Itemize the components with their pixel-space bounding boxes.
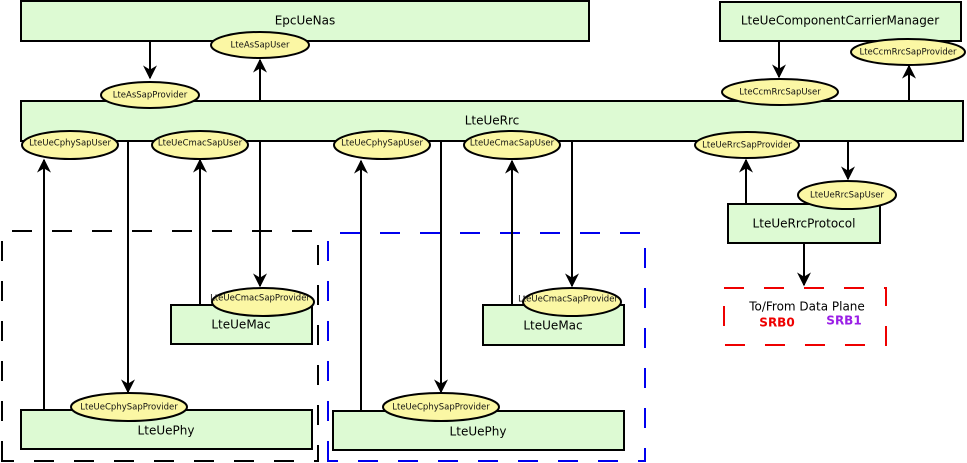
as-sap-user[interactable]: LteAsSapUser xyxy=(210,31,310,59)
ccm-rrc-sap-provider[interactable]: LteCcmRrcSapProvider xyxy=(850,38,966,66)
cmac-sap-provider1-label: LteUeCmacSapProvider xyxy=(518,295,618,305)
cmac-sap-provider1[interactable]: LteUeCmacSapProvider xyxy=(518,287,622,317)
epc-ue-nas-label: EpcUeNas xyxy=(275,14,336,28)
lte-ue-rrc-label: LteUeRrc xyxy=(465,114,520,128)
srb1-label: SRB1 xyxy=(826,314,861,328)
ccm-rrc-sap-user[interactable]: LteCcmRrcSapUser xyxy=(721,78,839,106)
cphy-sap-provider0-label: LteUeCphySapProvider xyxy=(80,403,178,413)
as-sap-user-label: LteAsSapUser xyxy=(231,41,290,51)
rrc-sap-user-label: LteUeRrcSapUser xyxy=(810,191,885,201)
as-sap-provider-label: LteAsSapProvider xyxy=(113,91,188,101)
rrc-sap-provider[interactable]: LteUeRrcSapProvider xyxy=(694,131,800,159)
as-sap-provider[interactable]: LteAsSapProvider xyxy=(100,81,200,109)
cmac-sap-user0-label: LteUeCmacSapUser xyxy=(158,139,243,149)
cmac-sap-user1[interactable]: LteUeCmacSapUser xyxy=(463,130,561,160)
mac0-label: LteUeMac xyxy=(211,318,270,332)
cmac-sap-provider0[interactable]: LteUeCmacSapProvider xyxy=(210,287,315,317)
srb0-label: SRB0 xyxy=(759,316,794,330)
phy1-label: LteUePhy xyxy=(450,425,507,439)
cphy-sap-user0-label: LteUeCphySapUser xyxy=(29,139,111,149)
rrc-sap-user[interactable]: LteUeRrcSapUser xyxy=(797,180,897,210)
rrc-protocol-label: LteUeRrcProtocol xyxy=(753,217,856,231)
carrier-group-0 xyxy=(1,230,319,462)
cmac-sap-user1-label: LteUeCmacSapUser xyxy=(470,139,555,149)
cphy-sap-user1[interactable]: LteUeCphySapUser xyxy=(333,130,431,160)
rrc-protocol-box[interactable]: LteUeRrcProtocol xyxy=(727,203,881,244)
rrc-sap-provider-label: LteUeRrcSapProvider xyxy=(702,141,792,151)
cphy-sap-provider0[interactable]: LteUeCphySapProvider xyxy=(70,392,188,422)
cphy-sap-provider1[interactable]: LteUeCphySapProvider xyxy=(382,392,500,422)
cmac-sap-provider0-label: LteUeCmacSapProvider xyxy=(210,294,310,304)
ccm-label: LteUeComponentCarrierManager xyxy=(741,14,939,28)
data-plane-box: To/From Data Plane SRB0 SRB1 xyxy=(723,287,887,346)
epc-ue-nas-box[interactable]: EpcUeNas xyxy=(20,0,590,42)
mac1-box[interactable]: LteUeMac xyxy=(482,304,625,346)
cphy-sap-user0[interactable]: LteUeCphySapUser xyxy=(21,130,119,160)
ccm-rrc-sap-user-label: LteCcmRrcSapUser xyxy=(739,88,821,98)
cphy-sap-user1-label: LteUeCphySapUser xyxy=(341,139,423,149)
cphy-sap-provider1-label: LteUeCphySapProvider xyxy=(392,403,490,413)
mac1-label: LteUeMac xyxy=(523,319,582,333)
ccm-box[interactable]: LteUeComponentCarrierManager xyxy=(719,1,962,42)
cmac-sap-user0[interactable]: LteUeCmacSapUser xyxy=(151,130,249,160)
phy0-label: LteUePhy xyxy=(138,424,195,438)
data-plane-label: To/From Data Plane xyxy=(748,300,865,314)
ccm-rrc-sap-provider-label: LteCcmRrcSapProvider xyxy=(859,48,957,58)
